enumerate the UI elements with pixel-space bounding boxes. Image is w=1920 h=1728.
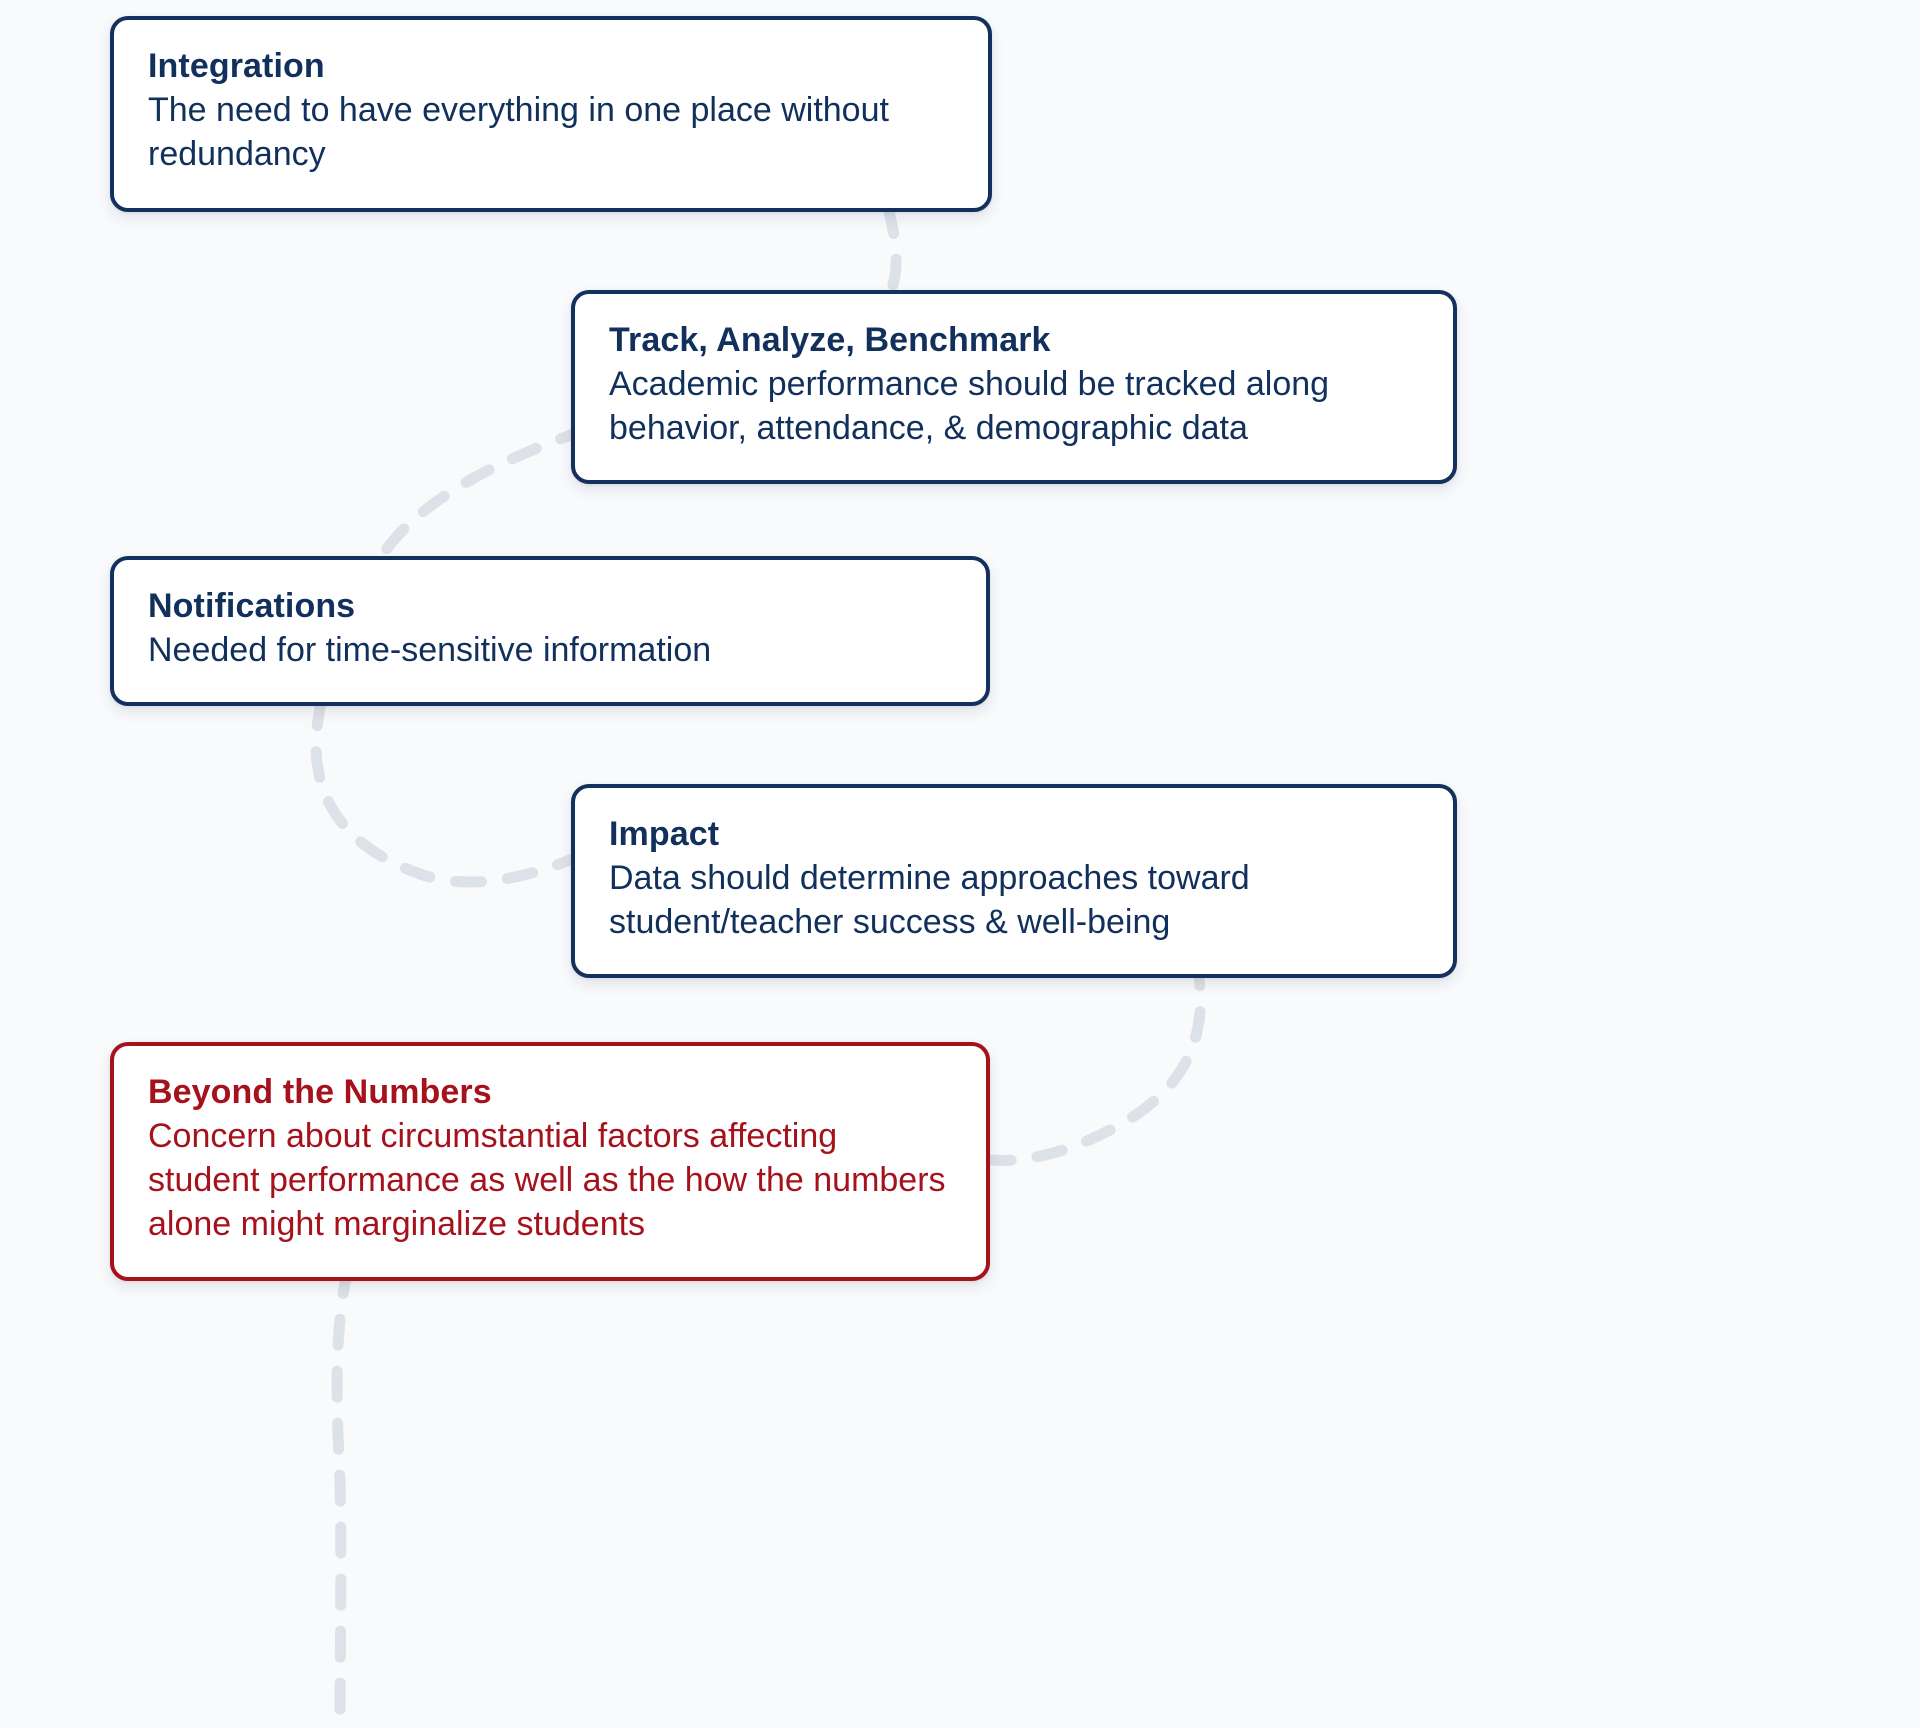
node-card-beyond-the-numbers[interactable]: Beyond the Numbers Concern about circums… (110, 1042, 990, 1281)
node-body: Needed for time-sensitive information (148, 631, 712, 670)
node-title: Track, Analyze, Benchmark (609, 321, 1051, 359)
node-card-notifications[interactable]: Notifications Needed for time-sensitive … (110, 556, 990, 707)
node-body: Data should determine approaches toward … (609, 859, 1250, 942)
connector-impact-to-beyond (986, 954, 1206, 1166)
node-body: The need to have everything in one place… (148, 91, 889, 174)
node-title: Impact (609, 815, 720, 853)
connector-beyond-downward (331, 1262, 354, 1728)
node-title: Notifications (148, 587, 356, 625)
node-title: Integration (148, 47, 325, 85)
node-body: Academic performance should be tracked a… (609, 365, 1330, 448)
node-body: Concern about circumstantial factors aff… (148, 1117, 946, 1244)
node-card-track-analyze-benchmark[interactable]: Track, Analyze, Benchmark Academic perfo… (571, 290, 1457, 485)
connector-notifications-to-impact (310, 694, 581, 888)
node-card-integration[interactable]: Integration The need to have everything … (110, 16, 992, 212)
node-title: Beyond the Numbers (148, 1073, 492, 1111)
node-card-impact[interactable]: Impact Data should determine approaches … (571, 784, 1457, 979)
